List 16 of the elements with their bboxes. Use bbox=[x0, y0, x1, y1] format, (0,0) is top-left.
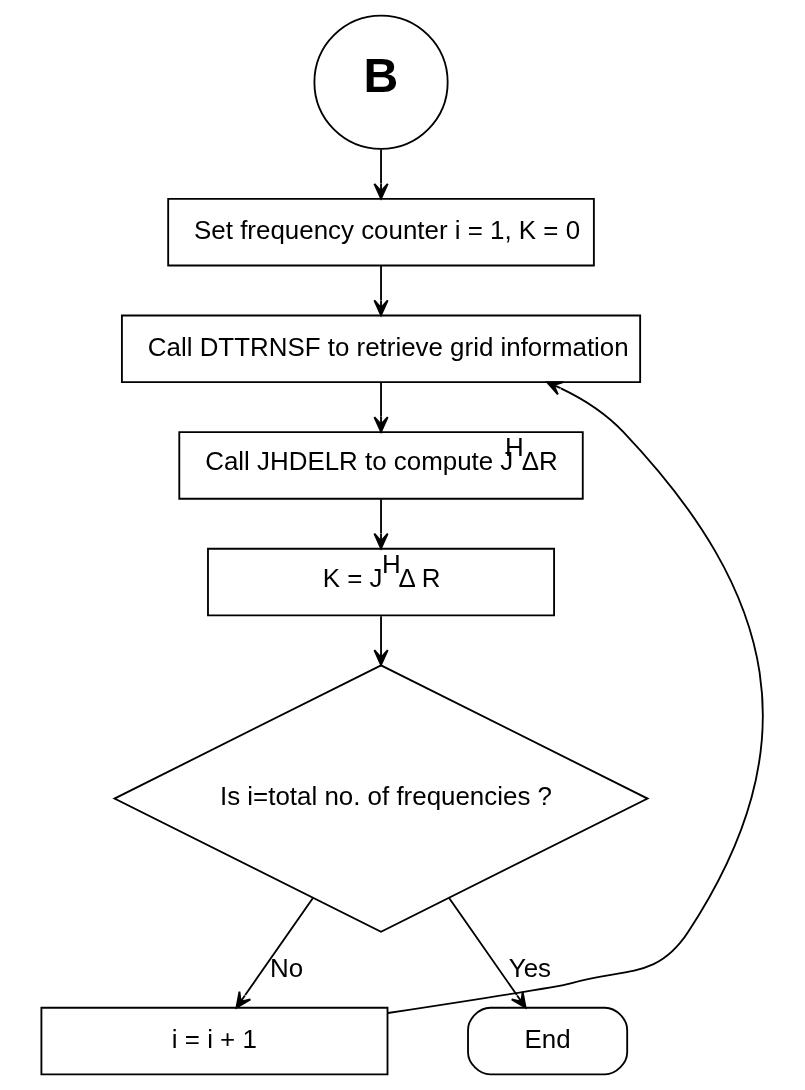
node-diamond: Is i=total no. of frequencies ? bbox=[112, 664, 650, 933]
node-box: Set frequency counter i = 1, K = 0 bbox=[167, 197, 595, 267]
arrow bbox=[373, 498, 389, 550]
edge-label: Yes bbox=[508, 953, 551, 982]
node-box: Call DTTRNSF to retrieve grid information bbox=[121, 314, 642, 384]
node-circle: B bbox=[313, 14, 449, 150]
arrow bbox=[373, 615, 389, 666]
edge-label: No bbox=[269, 953, 304, 982]
arrow bbox=[448, 897, 527, 1009]
node-box: End bbox=[467, 1006, 629, 1076]
node-box: i = i + 1 bbox=[40, 1006, 389, 1076]
arrow bbox=[387, 381, 764, 1014]
arrow bbox=[235, 897, 314, 1009]
arrow bbox=[373, 265, 389, 317]
arrow bbox=[373, 381, 389, 433]
arrow bbox=[373, 148, 389, 200]
